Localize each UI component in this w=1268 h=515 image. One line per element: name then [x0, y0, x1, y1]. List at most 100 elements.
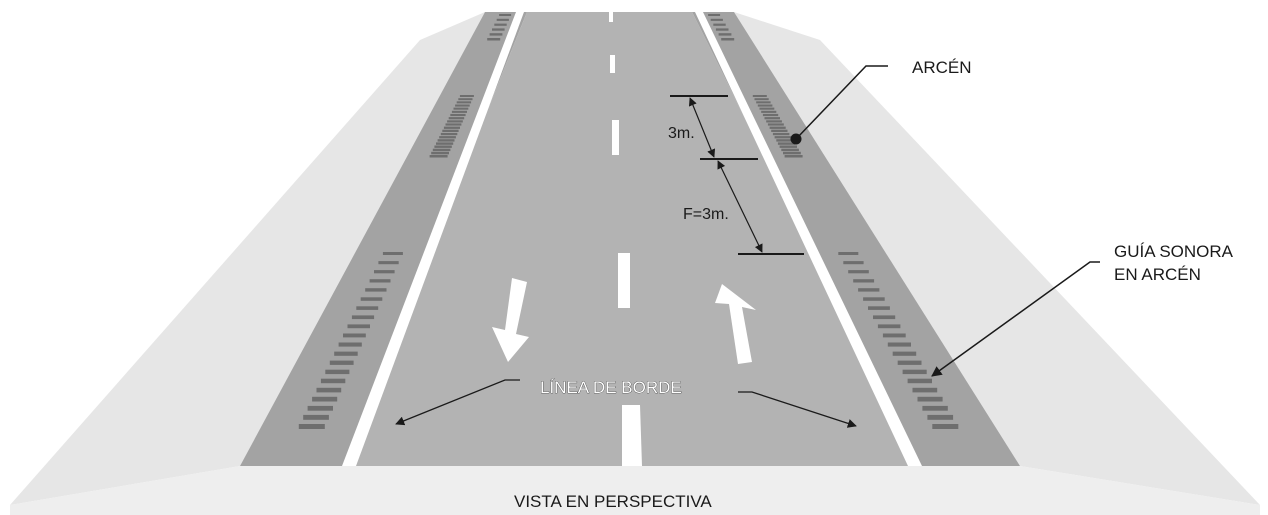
rumble-bar: [868, 306, 890, 310]
rumble-bar: [769, 126, 786, 129]
rumble-bar: [752, 95, 767, 97]
dim-dash-label: 3m.: [668, 125, 695, 142]
rumble-bar: [316, 387, 342, 393]
center-dash: [609, 12, 613, 22]
rumble-bar: [437, 139, 455, 142]
rumble-bar: [863, 297, 885, 301]
dim-gap-label: F=3m.: [683, 206, 729, 223]
rumble-bar: [721, 38, 735, 41]
rumble-bar: [781, 148, 799, 152]
rumble-bar: [858, 288, 880, 292]
rumble-bar: [783, 151, 801, 155]
bottom-band: [10, 466, 1260, 515]
rumble-bar: [710, 18, 723, 21]
rumble-bar: [351, 315, 375, 320]
rumble-bar: [455, 104, 470, 107]
rumble-bar: [764, 117, 780, 120]
rumble-bar: [708, 14, 721, 16]
left-edge-line: [342, 12, 524, 466]
rumble-bar: [774, 136, 792, 139]
guia-leader: [931, 261, 1100, 377]
rumble-bar: [713, 23, 726, 26]
rumble-bar: [771, 129, 788, 132]
arcen-dot: [790, 133, 802, 145]
rumble-bar: [312, 396, 338, 402]
rumble-bar: [374, 270, 395, 274]
rumble-bar: [378, 261, 399, 265]
rumble-bar: [902, 369, 927, 375]
rumble-bar: [777, 142, 796, 145]
rumble-bar: [325, 369, 350, 375]
rumble-bar: [442, 129, 459, 132]
right-slope: [734, 12, 1260, 505]
rumble-bar: [445, 123, 462, 126]
rumble-bar: [932, 424, 959, 429]
center-dash: [622, 405, 642, 466]
rumble-bar: [907, 378, 932, 384]
rumble-bar: [329, 360, 354, 365]
center-dash: [612, 120, 619, 155]
rumble-bar: [759, 107, 775, 110]
rumble-bar: [767, 123, 784, 126]
rumble-strip-right-bottom: [838, 252, 959, 429]
rumble-bar: [499, 14, 512, 16]
rumble-bar: [838, 252, 859, 255]
rumble-bar: [347, 324, 370, 329]
rumble-bar: [431, 151, 449, 155]
rumble-bar: [382, 252, 403, 255]
rumble-bar: [320, 378, 346, 384]
rumble-bar: [877, 324, 901, 329]
rumble-bar: [927, 414, 954, 420]
rumble-bar: [448, 117, 465, 120]
rumble-bar: [853, 279, 875, 283]
rumble-bar: [365, 288, 387, 292]
dim-arrow-gap: [717, 160, 763, 253]
rumble-bar: [451, 110, 467, 113]
rumble-bar: [917, 396, 943, 402]
rumble-bar: [459, 95, 474, 97]
rumble-bar: [453, 107, 469, 110]
rumble-bar: [307, 405, 333, 411]
rumble-bar: [892, 351, 917, 356]
right-edge-line: [695, 12, 922, 466]
rumble-strip-left-top: [429, 14, 512, 158]
arcen-leader: [796, 65, 888, 139]
rumble-bar: [356, 306, 379, 310]
left-slope: [10, 12, 485, 505]
rumble-bar: [360, 297, 383, 301]
rumble-bar: [432, 148, 451, 152]
rumble-bar: [843, 261, 864, 265]
rumble-bar: [922, 405, 948, 411]
down-arrow: [492, 278, 529, 362]
borde-leader-right: [738, 391, 857, 428]
rumble-bar: [761, 110, 777, 113]
caption: VISTA EN PERSPECTIVA: [514, 492, 712, 511]
rumble-bar: [762, 113, 779, 117]
rumble-bar: [754, 98, 769, 101]
rumble-strip-right-top: [708, 14, 803, 158]
rumble-bar: [334, 351, 358, 356]
dim-arrow-dash: [688, 97, 716, 158]
arcen-label: ARCÉN: [912, 58, 972, 77]
rumble-bar: [757, 104, 773, 107]
pavement: [345, 12, 918, 466]
rumble-bar: [458, 98, 473, 101]
center-dash: [618, 253, 630, 308]
rumble-bar: [882, 333, 906, 338]
rumble-bar: [848, 270, 869, 274]
rumble-strip-left-bottom: [298, 252, 403, 429]
rumble-bar: [443, 126, 460, 129]
rumble-bar: [887, 342, 911, 347]
rumble-bar: [489, 33, 503, 36]
rumble-bar: [450, 113, 466, 117]
rumble-bar: [718, 33, 732, 36]
rumble-bar: [779, 145, 797, 148]
rumble-bar: [439, 136, 456, 139]
rumble-bar: [487, 38, 501, 41]
guia-label-line2: EN ARCÉN: [1114, 265, 1201, 284]
rumble-bar: [784, 155, 803, 158]
rumble-bar: [436, 142, 454, 145]
center-dash: [610, 55, 615, 73]
rumble-bar: [897, 360, 922, 365]
